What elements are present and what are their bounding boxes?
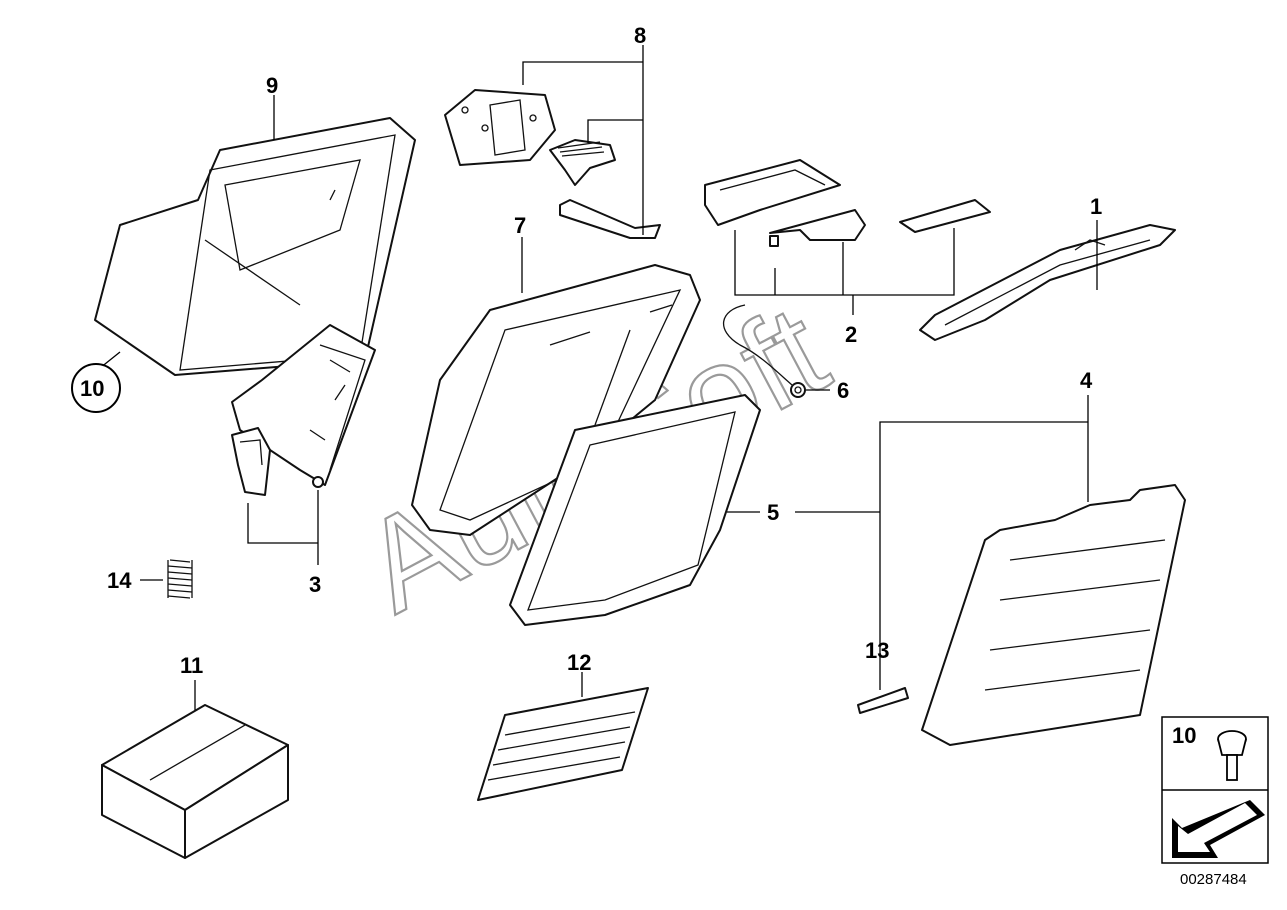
callout-11: 11	[180, 653, 203, 678]
callout-14: 14	[107, 568, 132, 593]
callout-5: 5	[767, 500, 779, 525]
part-6-cable	[722, 304, 806, 398]
part-4-back-panel	[921, 484, 1186, 746]
callout-13: 13	[865, 638, 889, 663]
part-8-latch	[549, 139, 616, 186]
callout-12: 12	[567, 650, 591, 675]
part-2-small-clip	[769, 235, 779, 247]
part-1-rail	[919, 224, 1176, 341]
part-13-pin	[857, 687, 909, 714]
knob-icon	[1217, 730, 1247, 781]
arrow-icon[interactable]	[1172, 800, 1265, 858]
callout-4: 4	[1080, 368, 1093, 393]
part-2-clip-strip	[899, 199, 991, 233]
part-12-label	[477, 687, 649, 801]
callout-2: 2	[845, 322, 857, 347]
callout-1: 1	[1090, 194, 1102, 219]
leader-lines	[99, 45, 1098, 710]
callout-7: 7	[514, 213, 526, 238]
part-2-clip-mid	[769, 209, 866, 241]
legend-label-10: 10	[1172, 723, 1196, 748]
part-3-clip	[231, 427, 271, 496]
part-8-rod	[559, 199, 661, 239]
part-8-bolster	[444, 89, 556, 166]
part-14-spring	[167, 559, 193, 599]
callout-9: 9	[266, 73, 278, 98]
callout-8: 8	[634, 23, 646, 48]
document-number: 00287484	[1180, 871, 1247, 888]
part-9-backrest-frame	[94, 117, 416, 376]
part-5-frame	[509, 394, 761, 626]
part-11-box	[101, 704, 289, 859]
callout-6: 6	[837, 378, 849, 403]
part-2-clip-large	[704, 159, 841, 226]
callout-10-circle	[71, 363, 121, 413]
callout-10: 10	[80, 376, 104, 401]
callout-3: 3	[309, 572, 321, 597]
